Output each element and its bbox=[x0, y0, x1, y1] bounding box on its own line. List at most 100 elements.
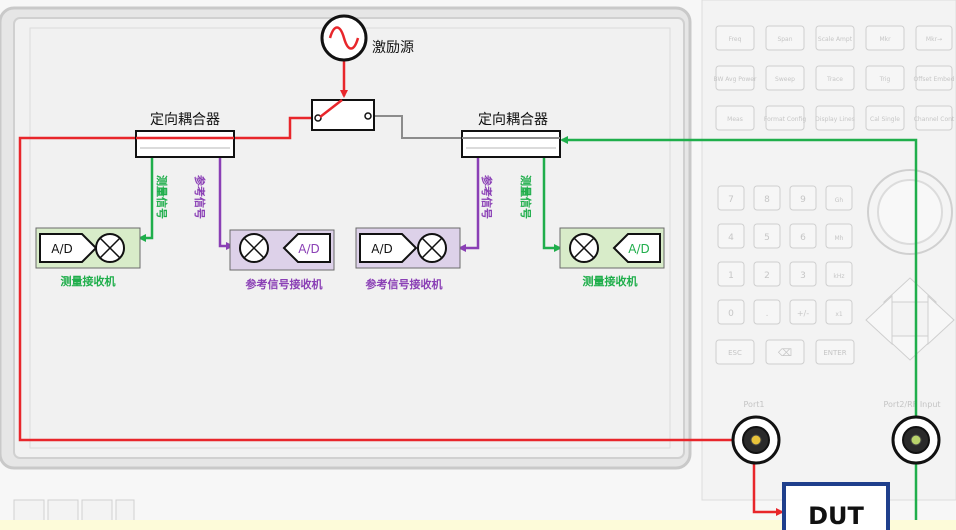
receiver2-label: 参考信号接收机 bbox=[246, 277, 323, 291]
bottom-buttons bbox=[13, 499, 135, 523]
ad-converter-icon bbox=[359, 233, 418, 263]
keypad-key[interactable]: 9 bbox=[789, 185, 817, 211]
right-arrow-icon[interactable] bbox=[927, 294, 955, 346]
mixer-cross bbox=[421, 237, 443, 259]
receiver-measure-1: A/D 测量接收机 bbox=[35, 227, 141, 288]
coupler1-label: 定向耦合器 bbox=[150, 112, 220, 128]
keypad-key[interactable]: kHz bbox=[825, 261, 853, 287]
softkey-label: Channel Cont bbox=[914, 116, 955, 123]
arrow-pad bbox=[865, 277, 955, 361]
keypad-key[interactable]: 1 bbox=[717, 261, 745, 287]
keypad-key[interactable]: 0 bbox=[717, 299, 745, 325]
softkey[interactable]: Trace bbox=[815, 65, 855, 91]
softkey[interactable]: Mkr bbox=[865, 25, 905, 51]
switch-contact-right bbox=[364, 112, 372, 120]
softkey[interactable]: Format Config bbox=[764, 105, 806, 131]
directional-coupler-2: 定向耦合器 bbox=[461, 112, 561, 158]
backspace-key[interactable]: ⌫ bbox=[765, 339, 805, 365]
keypad-key[interactable]: 7 bbox=[717, 185, 745, 211]
source-label: 激励源 bbox=[372, 39, 414, 56]
softkey-label: Freq bbox=[729, 36, 742, 43]
softkey-label: Display Lines bbox=[815, 116, 855, 123]
softkey[interactable]: Freq bbox=[715, 25, 755, 51]
keypad-key[interactable]: 8 bbox=[753, 185, 781, 211]
key-label: kHz bbox=[833, 273, 844, 280]
coupler1-box bbox=[135, 130, 235, 158]
down-arrow-icon[interactable] bbox=[882, 335, 938, 361]
key-label: Mh bbox=[835, 235, 844, 242]
softkey-label: Mkr bbox=[879, 36, 891, 43]
key-label: 5 bbox=[764, 233, 770, 243]
switch-to-coupler2-line bbox=[374, 115, 468, 139]
softkey-label: Offset Embed bbox=[914, 76, 955, 83]
port2-connector[interactable] bbox=[891, 415, 941, 465]
left-arrow-icon[interactable] bbox=[865, 294, 893, 346]
key-label: 1 bbox=[728, 271, 734, 281]
key-label: 0 bbox=[728, 309, 734, 319]
signal-source: 激励源 bbox=[320, 14, 414, 62]
key-label: Gh bbox=[835, 197, 844, 204]
softkey[interactable]: Meas bbox=[715, 105, 755, 131]
softkey-label: BW Avg Power bbox=[714, 76, 757, 83]
key-label: +/- bbox=[797, 309, 809, 318]
switch-arm bbox=[319, 99, 343, 118]
coupler2-box bbox=[461, 130, 561, 158]
key-label: x1 bbox=[835, 311, 843, 318]
softkey[interactable]: Display Lines bbox=[815, 105, 855, 131]
enter-key[interactable]: ENTER bbox=[815, 339, 855, 365]
softkey-label: Trace bbox=[826, 76, 843, 83]
esc-key[interactable]: ESC bbox=[715, 339, 755, 365]
key-label: 6 bbox=[800, 233, 806, 243]
softkey[interactable]: Offset Embed bbox=[914, 65, 955, 91]
softkey[interactable]: Sweep bbox=[765, 65, 805, 91]
ad-label: A/D bbox=[628, 242, 650, 256]
ad-label: A/D bbox=[371, 242, 393, 256]
ad-label: A/D bbox=[298, 242, 320, 256]
softkey-label: Meas bbox=[727, 116, 743, 123]
keypad: 7 8 9 Gh 4 5 6 Mh 1 2 3 kHz 0 . +/- x1 E… bbox=[715, 185, 855, 365]
backspace-icon: ⌫ bbox=[778, 348, 792, 359]
key-label: 8 bbox=[764, 195, 770, 205]
coupler2-label: 定向耦合器 bbox=[478, 112, 548, 128]
receiver-reference-1: A/D 参考信号接收机 bbox=[229, 229, 335, 291]
reference-signal-label-1: 参考信号 bbox=[193, 175, 207, 219]
dut-label: DUT bbox=[808, 502, 864, 530]
up-arrow-icon[interactable] bbox=[882, 277, 938, 303]
keypad-key[interactable]: 6 bbox=[789, 223, 817, 249]
key-label: 9 bbox=[800, 195, 806, 205]
softkey[interactable]: Channel Cont bbox=[914, 105, 955, 131]
mixer-cross bbox=[99, 237, 121, 259]
keypad-key[interactable]: 3 bbox=[789, 261, 817, 287]
keypad-key[interactable]: Mh bbox=[825, 223, 853, 249]
keypad-key[interactable]: x1 bbox=[825, 299, 853, 325]
keypad-key[interactable]: 2 bbox=[753, 261, 781, 287]
key-label: . bbox=[766, 309, 769, 319]
dut-box: DUT bbox=[782, 482, 890, 530]
measure-signal-label-1: 测量信号 bbox=[155, 175, 169, 219]
softkey[interactable]: Scale Ampt bbox=[815, 25, 855, 51]
key-label: ESC bbox=[728, 349, 742, 357]
receiver1-label: 测量接收机 bbox=[61, 274, 116, 288]
receiver-reference-2: A/D 参考信号接收机 bbox=[355, 227, 461, 291]
keypad-key[interactable]: 5 bbox=[753, 223, 781, 249]
keypad-key[interactable]: Gh bbox=[825, 185, 853, 211]
rotary-knob[interactable] bbox=[867, 169, 953, 255]
keypad-key[interactable]: 4 bbox=[717, 223, 745, 249]
softkey[interactable]: Mkr→ bbox=[915, 25, 953, 51]
port1-connector[interactable] bbox=[731, 415, 781, 465]
softkey-label: Trig bbox=[879, 76, 891, 83]
softkey[interactable]: BW Avg Power bbox=[714, 65, 757, 91]
receiver-measure-2: A/D 测量接收机 bbox=[559, 227, 665, 288]
softkey[interactable]: Trig bbox=[865, 65, 905, 91]
keypad-key[interactable]: +/- bbox=[789, 299, 817, 325]
mixer-cross bbox=[573, 237, 595, 259]
key-label: 4 bbox=[728, 233, 734, 243]
keypad-key[interactable]: . bbox=[753, 299, 781, 325]
softkey-label: Cal Single bbox=[870, 116, 900, 123]
softkey-grid: Freq Span Scale Ampt Mkr Mkr→ BW Avg Pow… bbox=[714, 25, 955, 131]
switch-contact-left bbox=[314, 114, 322, 122]
softkey[interactable]: Span bbox=[765, 25, 805, 51]
port1-to-dut-line bbox=[752, 452, 784, 516]
softkey[interactable]: Cal Single bbox=[865, 105, 905, 131]
